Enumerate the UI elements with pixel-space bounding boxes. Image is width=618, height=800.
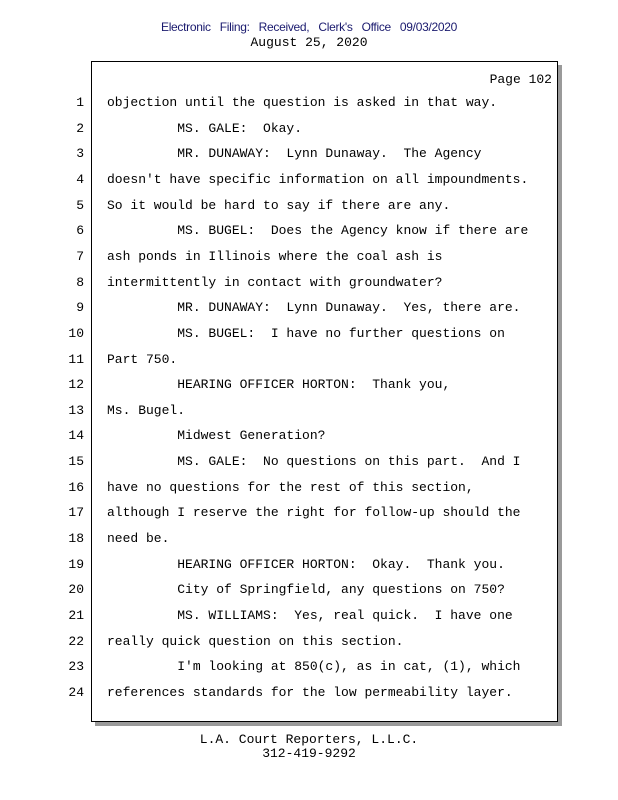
line-number: 7 — [76, 248, 84, 264]
line-number: 3 — [76, 146, 84, 162]
transcript-line: City of Springfield, any questions on 75… — [107, 582, 505, 598]
transcript-line: have no questions for the rest of this s… — [107, 479, 474, 495]
transcript-line: although I reserve the right for follow-… — [107, 505, 521, 521]
line-number: 24 — [68, 684, 84, 700]
transcript-line: Part 750. — [107, 351, 178, 367]
line-number: 11 — [68, 351, 84, 367]
line-number: 13 — [68, 402, 84, 418]
transcript-line: intermittently in contact with groundwat… — [107, 274, 443, 290]
line-number: 14 — [68, 428, 84, 444]
transcript-line: references standards for the low permeab… — [107, 684, 513, 700]
transcript-line: MS. WILLIAMS: Yes, real quick. I have on… — [107, 608, 513, 623]
transcript-line: Ms. Bugel. — [107, 402, 186, 418]
line-number: 1 — [76, 95, 84, 110]
footer-company: L.A. Court Reporters, L.L.C. — [199, 732, 419, 747]
line-number: 22 — [68, 633, 84, 649]
transcript-line: MS. GALE: No questions on this part. And… — [107, 454, 521, 470]
transcript-line: I'm looking at 850(c), as in cat, (1), w… — [107, 659, 521, 675]
transcript-line: MS. GALE: Okay. — [107, 120, 303, 136]
line-number: 16 — [68, 479, 84, 495]
footer: L.A. Court Reporters, L.L.C. 312-419-929… — [0, 733, 618, 761]
footer-phone: 312-419-9292 — [262, 746, 356, 761]
transcript-line: really quick question on this section. — [107, 633, 404, 649]
line-number: 4 — [76, 171, 84, 187]
line-number: 5 — [76, 197, 84, 213]
transcript-line: MS. BUGEL: I have no further questions o… — [107, 325, 505, 341]
line-number: 9 — [76, 300, 84, 316]
line-number: 17 — [68, 505, 84, 521]
transcript-line: doesn't have specific information on all… — [107, 171, 529, 187]
transcript-line: MR. DUNAWAY: Lynn Dunaway. Yes, there ar… — [107, 300, 521, 316]
page-number: Page 102 — [489, 72, 552, 87]
line-number: 23 — [68, 659, 84, 675]
transcript-line: Midwest Generation? — [107, 428, 326, 444]
filing-stamp: Electronic Filing: Received, Clerk's Off… — [160, 20, 457, 34]
transcript-line: MS. BUGEL: Does the Agency know if there… — [107, 223, 529, 239]
line-number: 8 — [76, 274, 84, 290]
line-number: 10 — [68, 325, 84, 341]
line-number: 6 — [76, 223, 84, 239]
line-number: 2 — [76, 120, 84, 136]
line-number: 19 — [68, 556, 84, 572]
transcript-date: August 25, 2020 — [250, 35, 368, 50]
line-number: 18 — [68, 531, 84, 547]
line-number: 21 — [68, 608, 84, 623]
line-number: 15 — [68, 454, 84, 470]
transcript-line: So it would be hard to say if there are … — [107, 197, 451, 213]
transcript-line: need be. — [107, 531, 170, 547]
transcript-line: HEARING OFFICER HORTON: Okay. Thank you. — [107, 556, 505, 572]
line-number: 12 — [68, 377, 84, 393]
transcript-line: HEARING OFFICER HORTON: Thank you, — [107, 377, 451, 393]
transcript-line: objection until the question is asked in… — [107, 95, 498, 110]
transcript-page-box — [91, 61, 558, 722]
line-number: 20 — [68, 582, 84, 598]
transcript-line: MR. DUNAWAY: Lynn Dunaway. The Agency — [107, 146, 482, 162]
transcript-line: ash ponds in Illinois where the coal ash… — [107, 248, 443, 264]
